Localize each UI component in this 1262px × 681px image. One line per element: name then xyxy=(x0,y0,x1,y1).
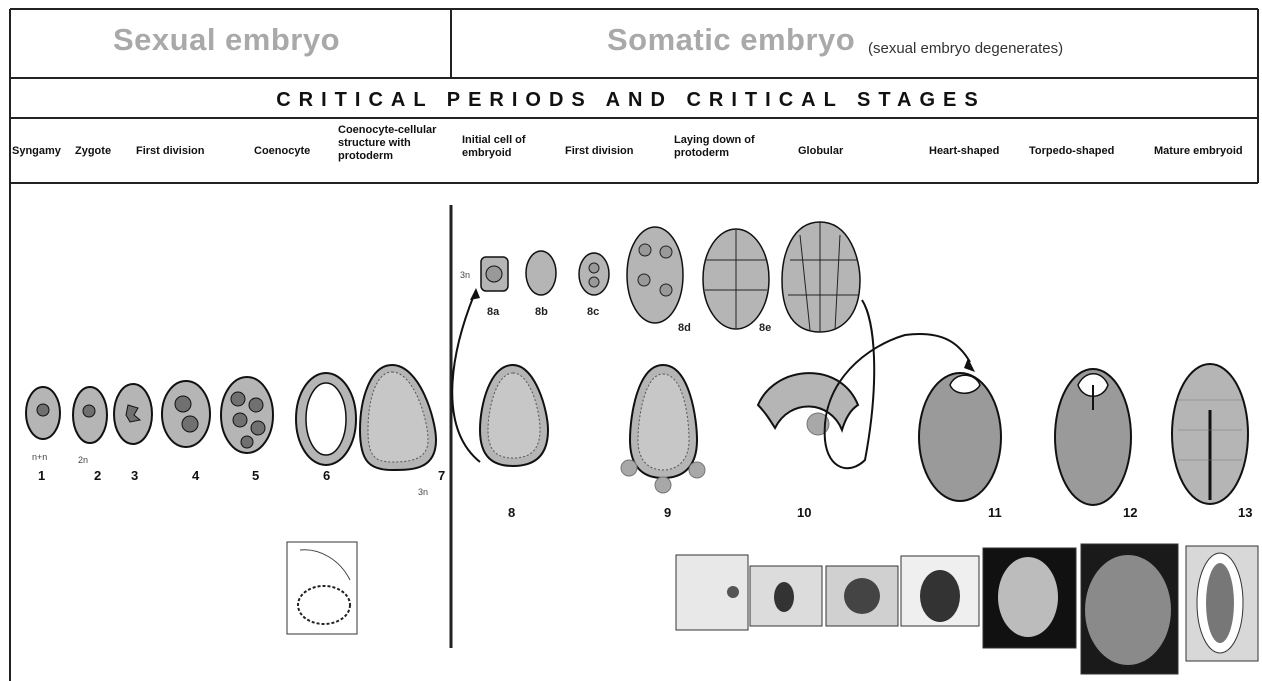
diagram-title: CRITICAL PERIODS AND CRITICAL STAGES xyxy=(0,89,1262,112)
stage-first-division: First division xyxy=(136,145,204,158)
stage-coenocyte-cellular: Coenocyte-cellular structure with protod… xyxy=(338,124,454,163)
figure-number: 1 xyxy=(38,468,45,483)
ploidy-label: 3n xyxy=(418,487,428,497)
figure-number: 13 xyxy=(1238,505,1252,520)
figure-number: 12 xyxy=(1123,505,1137,520)
figure-number: 2 xyxy=(94,468,101,483)
stage-syngamy: Syngamy xyxy=(12,145,61,158)
figure-number: 7 xyxy=(438,468,445,483)
ploidy-label: 3n xyxy=(460,270,470,280)
figure-number: 6 xyxy=(323,468,330,483)
header-sexual-embryo: Sexual embryo xyxy=(113,22,340,58)
figure-number: 3 xyxy=(131,468,138,483)
ploidy-label: 2n xyxy=(78,455,88,465)
stage-coenocyte: Coenocyte xyxy=(254,145,310,158)
stage-first-division-somatic: First division xyxy=(565,145,633,158)
sub-figure-label: 8e xyxy=(759,322,771,334)
stage-mature-embryoid: Mature embryoid xyxy=(1154,145,1243,158)
stage-laying-down-protoderm: Laying down of protoderm xyxy=(674,134,764,160)
header-somatic-embryo: Somatic embryo xyxy=(607,22,855,58)
figure-number: 10 xyxy=(797,505,811,520)
stage-globular: Globular xyxy=(798,145,843,158)
header-somatic-note: (sexual embryo degenerates) xyxy=(868,40,1063,57)
figure-number: 5 xyxy=(252,468,259,483)
stage-zygote: Zygote xyxy=(75,145,111,158)
sub-figure-label: 8c xyxy=(587,306,599,318)
sub-figure-label: 8b xyxy=(535,306,548,318)
stage-heart-shaped: Heart-shaped xyxy=(929,145,999,158)
ploidy-label: n+n xyxy=(32,452,47,462)
figure-number: 9 xyxy=(664,505,671,520)
sub-figure-label: 8d xyxy=(678,322,691,334)
section-thumbnail xyxy=(287,542,357,634)
figure-number: 8 xyxy=(508,505,515,520)
figure-number: 4 xyxy=(192,468,199,483)
stage-initial-cell: Initial cell of embryoid xyxy=(462,134,537,160)
figure-number: 11 xyxy=(988,505,1002,520)
sub-figure-label: 8a xyxy=(487,306,499,318)
stage-torpedo-shaped: Torpedo-shaped xyxy=(1029,145,1114,158)
